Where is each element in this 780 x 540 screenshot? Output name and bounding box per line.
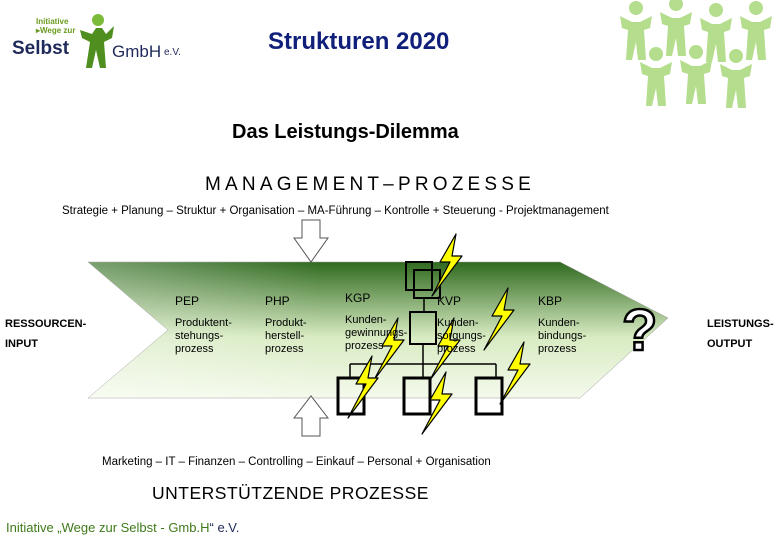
process-code: PEP xyxy=(175,294,232,308)
process-name: Kunden- sorgungs- prozess xyxy=(437,317,486,356)
process-code: KGP xyxy=(345,291,407,305)
input-label-line1: RESSOURCEN- xyxy=(5,318,86,330)
process-name-line: Produktent- xyxy=(175,317,232,330)
footer-suffix: “ e.V. xyxy=(210,520,240,535)
process-name-line: stehungs- xyxy=(175,330,232,343)
process-name: Produktent- stehungs- prozess xyxy=(175,317,232,356)
footer-selbst: Selbst - Gmb.H xyxy=(121,520,210,535)
process-name: Produkt- herstell- prozess xyxy=(265,317,307,356)
process-code: PHP xyxy=(265,294,307,308)
input-label: RESSOURCEN- INPUT xyxy=(5,318,86,350)
process-name-line: Kunden- xyxy=(345,314,407,327)
input-label-line2: INPUT xyxy=(5,338,86,350)
process-name-line: bindungs- xyxy=(538,330,586,343)
svg-text:?: ? xyxy=(622,298,657,363)
down-arrow-icon xyxy=(294,220,328,262)
process-code: KBP xyxy=(538,294,586,308)
question-mark-icon: ? xyxy=(622,298,657,363)
process-name-line: prozess xyxy=(538,343,586,356)
output-label-line2: OUTPUT xyxy=(707,338,774,350)
process-name-line: sorgungs- xyxy=(437,330,486,343)
process-pep: PEP Produktent- stehungs- prozess xyxy=(175,294,232,356)
process-kbp: KBP Kunden- bindungs- prozess xyxy=(538,294,586,356)
support-heading: UNTERSTÜTZENDE PROZESSE xyxy=(152,483,429,504)
process-name: Kunden- bindungs- prozess xyxy=(538,317,586,356)
process-kvp: KVP Kunden- sorgungs- prozess xyxy=(437,294,486,356)
process-name-line: prozess xyxy=(175,343,232,356)
process-code: KVP xyxy=(437,294,486,308)
output-label-line1: LEISTUNGS- xyxy=(707,318,774,330)
process-name-line: Produkt- xyxy=(265,317,307,330)
process-name-line: Kunden- xyxy=(538,317,586,330)
process-name-line: herstell- xyxy=(265,330,307,343)
process-kgp: KGP Kunden- gewinnungs- prozess xyxy=(345,291,407,353)
footer-prefix: Initiative „Wege zur xyxy=(6,520,121,535)
process-name: Kunden- gewinnungs- prozess xyxy=(345,314,407,353)
output-label: LEISTUNGS- OUTPUT xyxy=(707,318,774,350)
up-arrow-icon xyxy=(294,396,328,436)
support-line: Marketing – IT – Finanzen – Controlling … xyxy=(102,456,491,468)
process-name-line: prozess xyxy=(437,343,486,356)
footer: Initiative „Wege zur Selbst - Gmb.H“ e.V… xyxy=(6,520,239,535)
process-name-line: Kunden- xyxy=(437,317,486,330)
process-name-line: gewinnungs- xyxy=(345,327,407,340)
process-name-line: prozess xyxy=(345,340,407,353)
process-php: PHP Produkt- herstell- prozess xyxy=(265,294,307,356)
process-name-line: prozess xyxy=(265,343,307,356)
